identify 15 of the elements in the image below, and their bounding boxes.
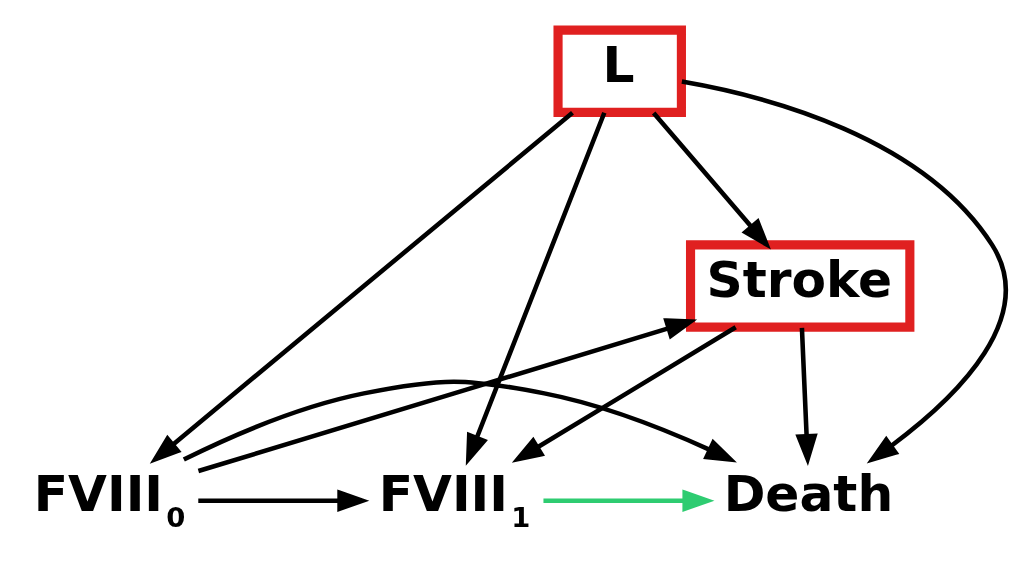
arrow [795, 327, 818, 466]
arrow [651, 111, 771, 250]
node-text: FVIII$_{1}$ [378, 463, 531, 533]
arrow [149, 110, 574, 464]
arrow [511, 324, 737, 463]
arrow [198, 489, 370, 512]
node-text: FVIII$_{0}$ [33, 463, 186, 533]
node-box: L [553, 25, 686, 117]
arrow [182, 378, 737, 462]
arrow [681, 78, 1008, 463]
node-text: Death [723, 463, 894, 523]
node-box: Stroke [685, 239, 915, 332]
arrow [465, 111, 607, 466]
arrow [543, 489, 715, 512]
arrow [197, 317, 698, 473]
